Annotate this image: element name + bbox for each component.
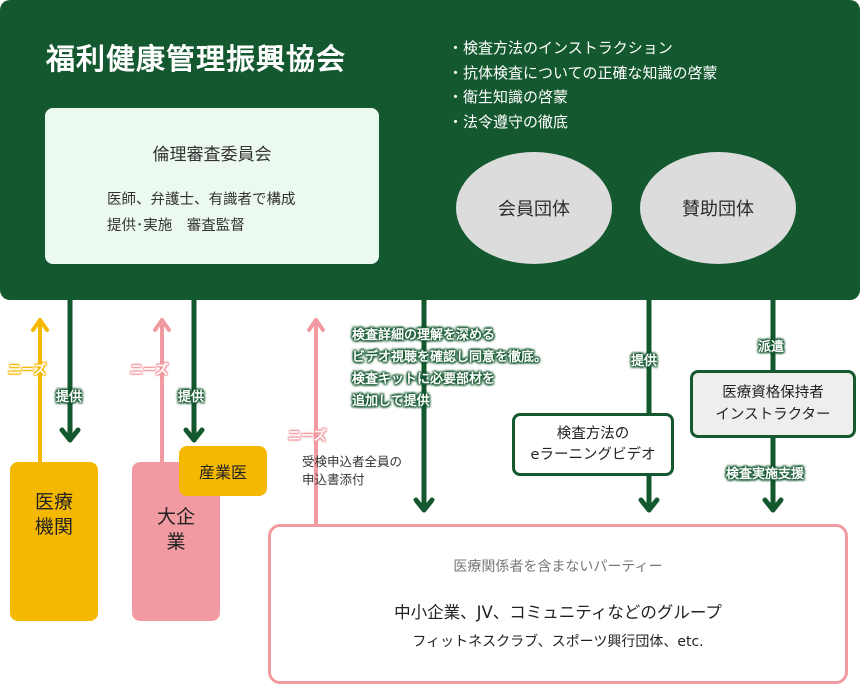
party-main-text: 中小企業、JV、コミュニティなどのグループ <box>394 603 722 622</box>
ethics-committee-box: 倫理審査委員会 医師、弁護士、有識者で構成 提供･実施 審査監督 <box>45 108 379 264</box>
instructor-line: インストラクター <box>715 407 831 423</box>
provide-arrow-medical <box>59 297 81 443</box>
dispatch-label: 派遣 <box>758 340 785 355</box>
industrial-doctor-box: 産業医 <box>179 446 267 496</box>
needs-arrow-medical <box>31 318 49 464</box>
party-heading: 医療関係者を含まないパーティー <box>453 559 663 575</box>
organization-title: 福利健康管理振興協会 <box>46 42 347 76</box>
large-company-label: 大企業 <box>156 506 195 553</box>
application-attach-note: 受検申込者全員の 申込書添付 <box>302 453 402 489</box>
needs-label-party: ニーズ <box>288 429 327 444</box>
video-kit-note-line: ビデオ視聴を確認し同意を徹底。 <box>352 350 548 365</box>
medical-institution-box <box>10 462 98 621</box>
provide-label-elearning: 提供 <box>631 354 658 369</box>
ethics-committee-role: 提供･実施 審査監督 <box>107 218 245 234</box>
ethics-committee-name: 倫理審査委員会 <box>152 145 272 165</box>
medical-institution-label: 医療機関 <box>34 491 73 538</box>
provide-label-large-company: 提供 <box>178 390 205 405</box>
attach-note-line: 申込書添付 <box>302 472 365 487</box>
supporting-groups-node: 賛助団体 <box>640 152 796 264</box>
ethics-committee-composition: 医師、弁護士、有識者で構成 <box>107 192 296 208</box>
provide-arrow-video-note <box>413 297 435 513</box>
provide-arrow-elearning <box>638 297 660 513</box>
needs-arrow-large-company <box>153 318 171 464</box>
exam-support-label: 検査実施支援 <box>726 467 805 482</box>
member-groups-node: 会員団体 <box>456 152 612 264</box>
needs-label-large-company: ニーズ <box>130 363 169 378</box>
video-kit-note-line: 追加して提供 <box>352 394 430 409</box>
party-sub-text: フィットネスクラブ、スポーツ興行団体、etc. <box>412 634 704 650</box>
activity-item: ・衛生知識の啓蒙 <box>448 88 569 106</box>
dispatch-arrow-instructor <box>762 297 784 513</box>
provide-label-medical: 提供 <box>56 390 83 405</box>
elearning-video-line: 検査方法の <box>556 426 630 442</box>
elearning-video-line: eラーニングビデオ <box>530 447 656 463</box>
activity-item: ・検査方法のインストラクション <box>448 39 673 57</box>
attach-note-line: 受検申込者全員の <box>302 454 403 469</box>
activity-list: ・検査方法のインストラクション ・抗体検査についての正確な知識の啓蒙 ・衛生知識… <box>448 36 718 134</box>
provide-arrow-large-company <box>183 297 205 443</box>
activity-item: ・法令遵守の徹底 <box>448 112 569 131</box>
party-box: 医療関係者を含まないパーティー 中小企業、JV、コミュニティなどのグループ フィ… <box>268 524 848 684</box>
video-kit-note-line: 検査詳細の理解を深める <box>352 328 496 343</box>
needs-label-medical: ニーズ <box>8 363 47 378</box>
needs-arrow-party <box>307 318 325 526</box>
instructor-line: 医療資格保持者 <box>722 385 824 401</box>
activity-item: ・抗体検査についての正確な知識の啓蒙 <box>448 63 718 82</box>
elearning-video-box: 検査方法の eラーニングビデオ <box>512 413 674 476</box>
instructor-box: 医療資格保持者 インストラクター <box>690 370 856 438</box>
video-kit-note: 検査詳細の理解を深める ビデオ視聴を確認し同意を徹底。 検査キットに必要部材を … <box>352 325 547 413</box>
video-kit-note-line: 検査キットに必要部材を <box>352 372 496 387</box>
